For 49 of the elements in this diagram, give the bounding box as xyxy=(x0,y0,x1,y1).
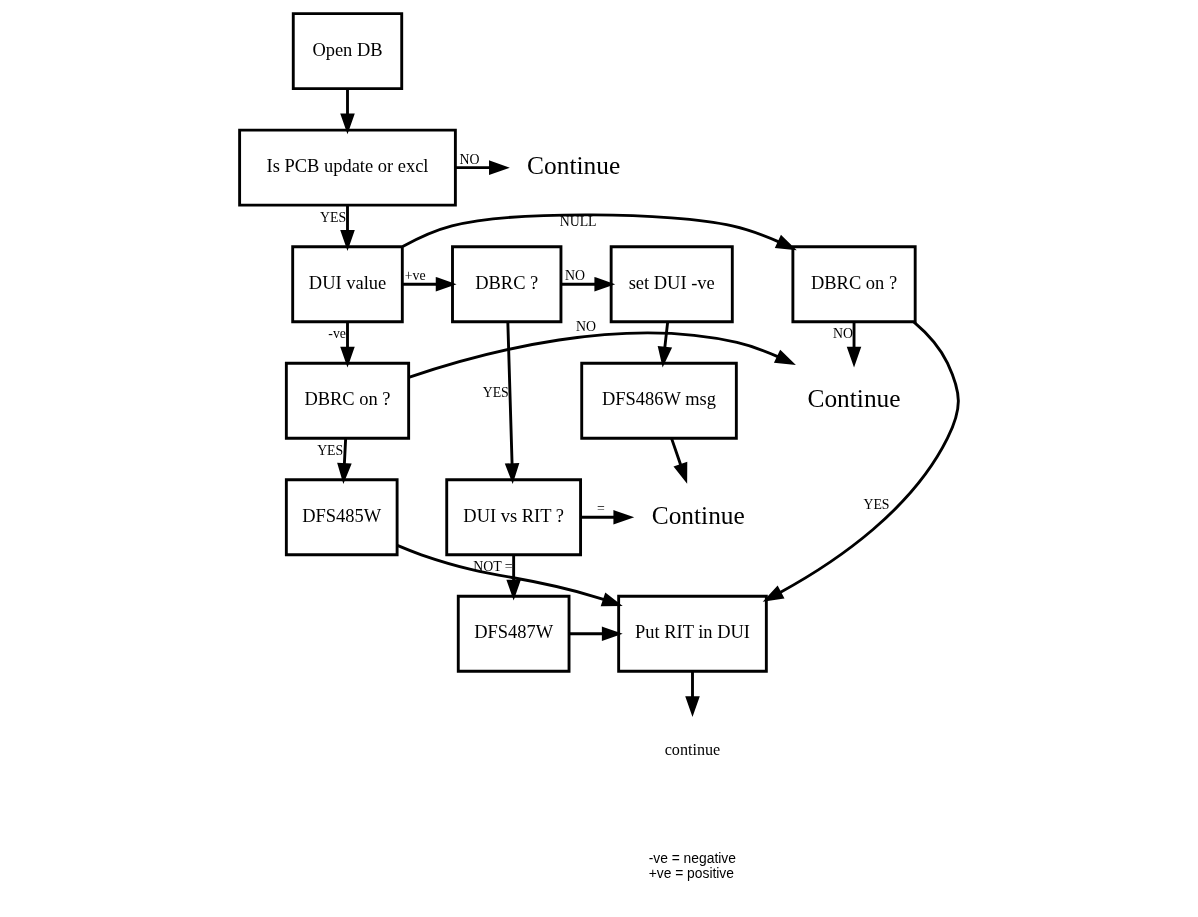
arrow xyxy=(762,320,960,602)
node-box: Is PCB update or excl xyxy=(238,128,457,207)
label: -ve = negative xyxy=(648,849,736,866)
node-box: DUI vs RIT ? xyxy=(445,477,582,556)
node-box: DUI value xyxy=(291,244,404,323)
node-box: DBRC on ? xyxy=(791,244,917,323)
node-box: Put RIT in DUI xyxy=(617,594,768,673)
arrow xyxy=(580,509,635,525)
node-box: DFS486W msg xyxy=(580,361,738,440)
arrow xyxy=(340,204,355,251)
edge-label: NO xyxy=(565,267,586,283)
edge-label: NO xyxy=(459,151,480,167)
node-box: DFS487W xyxy=(456,594,571,673)
node-text: Continue xyxy=(527,150,621,179)
node-box: DFS485W xyxy=(284,477,399,556)
arrow xyxy=(340,321,355,367)
arrow xyxy=(337,437,352,484)
arrow xyxy=(846,321,862,367)
edge-label: +ve xyxy=(404,267,426,283)
edge-label: YES xyxy=(317,442,344,458)
edge-label: NULL xyxy=(559,213,597,229)
arrow xyxy=(685,670,700,717)
edge-label: = xyxy=(597,500,605,516)
edge-label: YES xyxy=(482,384,509,399)
arrow xyxy=(402,212,797,250)
edge-label: -ve xyxy=(328,325,346,341)
node-box: set DUI -ve xyxy=(609,244,734,323)
arrow xyxy=(670,437,688,484)
arrow xyxy=(506,554,521,600)
node-box: DBRC on ? xyxy=(284,361,411,440)
edge-label: NOT = xyxy=(473,558,513,574)
node-box: DBRC ? xyxy=(451,244,563,323)
arrow xyxy=(657,321,673,367)
arrow xyxy=(504,321,520,484)
edge-label: NO xyxy=(575,318,596,334)
node-text: Continue xyxy=(807,383,901,412)
arrow xyxy=(561,276,616,291)
arrow xyxy=(569,626,623,641)
arrow xyxy=(402,276,457,291)
node-text: continue xyxy=(664,740,721,758)
node-text: Continue xyxy=(651,500,745,529)
arrow xyxy=(396,543,623,606)
edge-label: YES xyxy=(320,209,347,225)
node-box: Open DB xyxy=(291,11,404,90)
arrow xyxy=(340,88,355,134)
edge-label: YES xyxy=(863,496,890,512)
arrow xyxy=(408,331,796,379)
edge-label: NO xyxy=(833,325,854,341)
arrow xyxy=(455,159,510,175)
